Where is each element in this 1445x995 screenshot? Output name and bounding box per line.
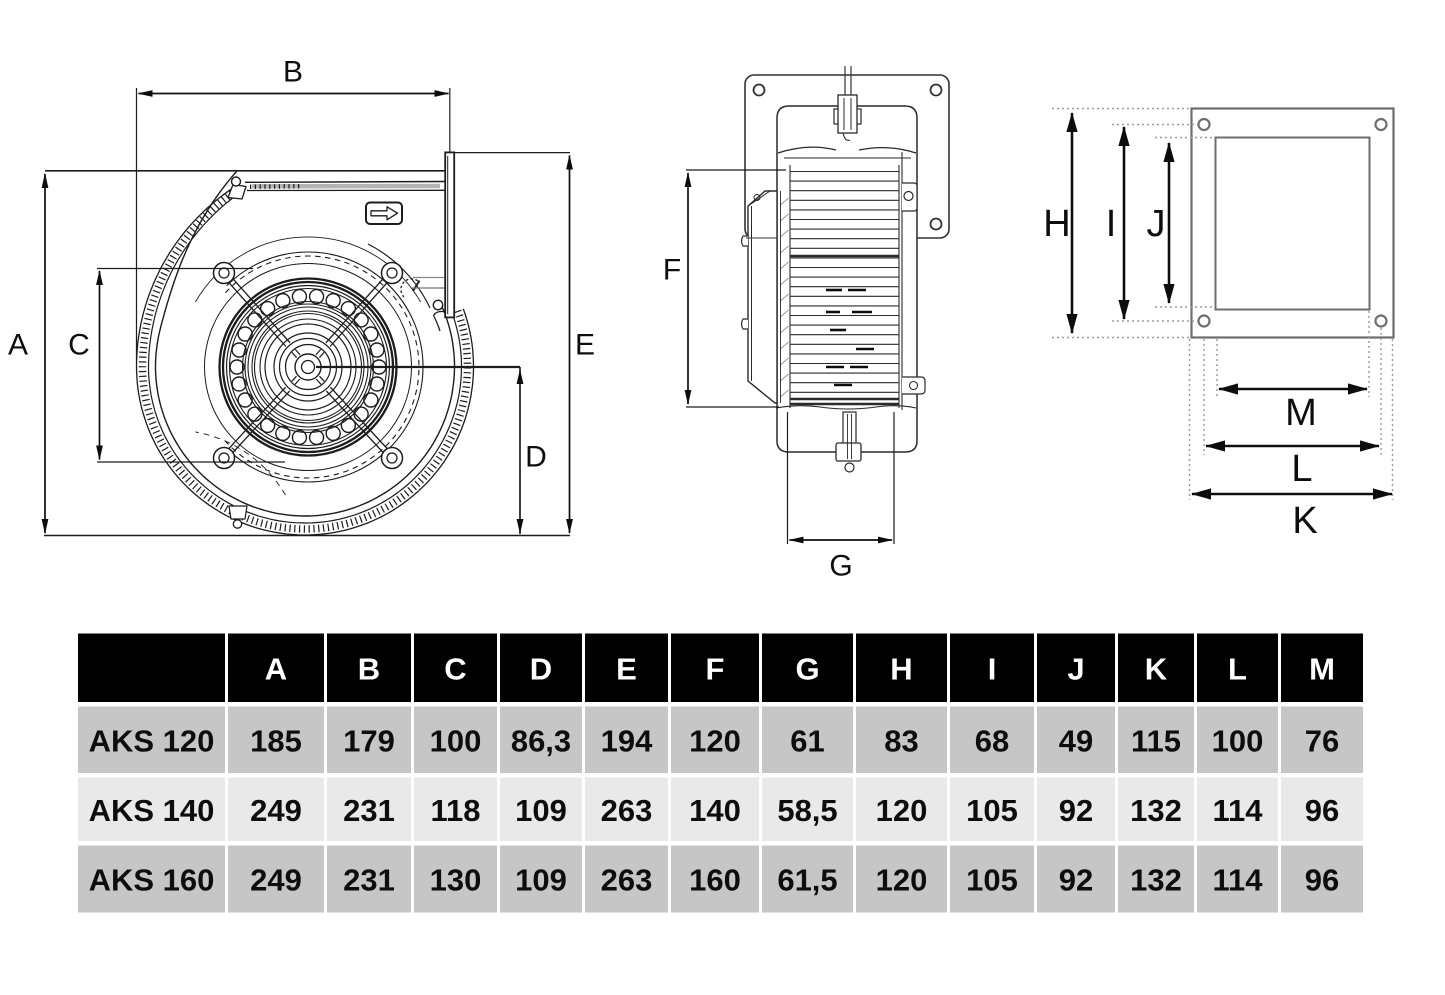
svg-text:F: F (663, 254, 681, 287)
svg-text:49: 49 (1059, 723, 1093, 758)
svg-text:263: 263 (601, 863, 653, 898)
svg-text:J: J (1067, 651, 1084, 686)
svg-text:263: 263 (601, 793, 653, 828)
svg-text:61,5: 61,5 (777, 863, 837, 898)
svg-text:118: 118 (430, 793, 480, 828)
svg-text:J: J (1147, 203, 1166, 245)
svg-text:132: 132 (1130, 863, 1182, 898)
svg-text:D: D (530, 651, 552, 686)
svg-text:249: 249 (250, 863, 302, 898)
svg-text:105: 105 (966, 863, 1018, 898)
svg-text:105: 105 (966, 793, 1018, 828)
svg-text:C: C (68, 329, 90, 362)
svg-text:130: 130 (430, 863, 482, 898)
svg-text:AKS 160: AKS 160 (89, 863, 215, 898)
svg-text:L: L (1291, 448, 1312, 490)
svg-text:83: 83 (884, 723, 918, 758)
svg-text:185: 185 (250, 723, 302, 758)
svg-text:B: B (283, 56, 303, 89)
svg-text:AKS 120: AKS 120 (89, 723, 215, 758)
svg-text:K: K (1145, 651, 1168, 686)
svg-text:M: M (1285, 392, 1317, 434)
svg-text:H: H (890, 651, 912, 686)
svg-text:I: I (1106, 203, 1117, 245)
svg-text:K: K (1292, 500, 1317, 542)
svg-text:B: B (358, 651, 380, 686)
svg-text:140: 140 (689, 793, 741, 828)
svg-text:249: 249 (250, 793, 302, 828)
svg-text:100: 100 (1212, 723, 1264, 758)
svg-text:120: 120 (876, 863, 928, 898)
svg-text:160: 160 (689, 863, 741, 898)
svg-text:179: 179 (343, 723, 395, 758)
svg-text:F: F (706, 651, 725, 686)
svg-text:AKS 140: AKS 140 (89, 793, 215, 828)
svg-text:86,3: 86,3 (511, 723, 571, 758)
svg-text:120: 120 (689, 723, 741, 758)
svg-text:58,5: 58,5 (777, 793, 837, 828)
svg-text:114: 114 (1212, 793, 1263, 828)
svg-text:C: C (444, 651, 466, 686)
svg-text:68: 68 (975, 723, 1009, 758)
svg-text:G: G (795, 651, 819, 686)
svg-text:A: A (8, 329, 28, 362)
svg-text:231: 231 (343, 793, 395, 828)
svg-text:76: 76 (1305, 723, 1339, 758)
svg-text:D: D (525, 441, 547, 474)
svg-text:231: 231 (343, 863, 395, 898)
svg-text:G: G (829, 550, 852, 583)
svg-text:100: 100 (430, 723, 482, 758)
svg-text:H: H (1043, 203, 1070, 245)
svg-text:A: A (265, 651, 287, 686)
svg-text:E: E (575, 329, 595, 362)
svg-text:96: 96 (1305, 863, 1339, 898)
svg-text:132: 132 (1130, 793, 1182, 828)
svg-text:120: 120 (876, 793, 928, 828)
svg-text:194: 194 (601, 723, 653, 758)
svg-text:114: 114 (1212, 863, 1263, 898)
svg-text:92: 92 (1059, 793, 1093, 828)
svg-text:M: M (1309, 651, 1335, 686)
svg-text:109: 109 (515, 863, 567, 898)
svg-text:I: I (988, 651, 997, 686)
svg-text:115: 115 (1131, 723, 1181, 758)
svg-text:96: 96 (1305, 793, 1339, 828)
svg-text:61: 61 (790, 723, 824, 758)
svg-text:L: L (1228, 651, 1247, 686)
svg-text:109: 109 (515, 793, 567, 828)
svg-text:92: 92 (1059, 863, 1093, 898)
svg-text:E: E (616, 651, 637, 686)
